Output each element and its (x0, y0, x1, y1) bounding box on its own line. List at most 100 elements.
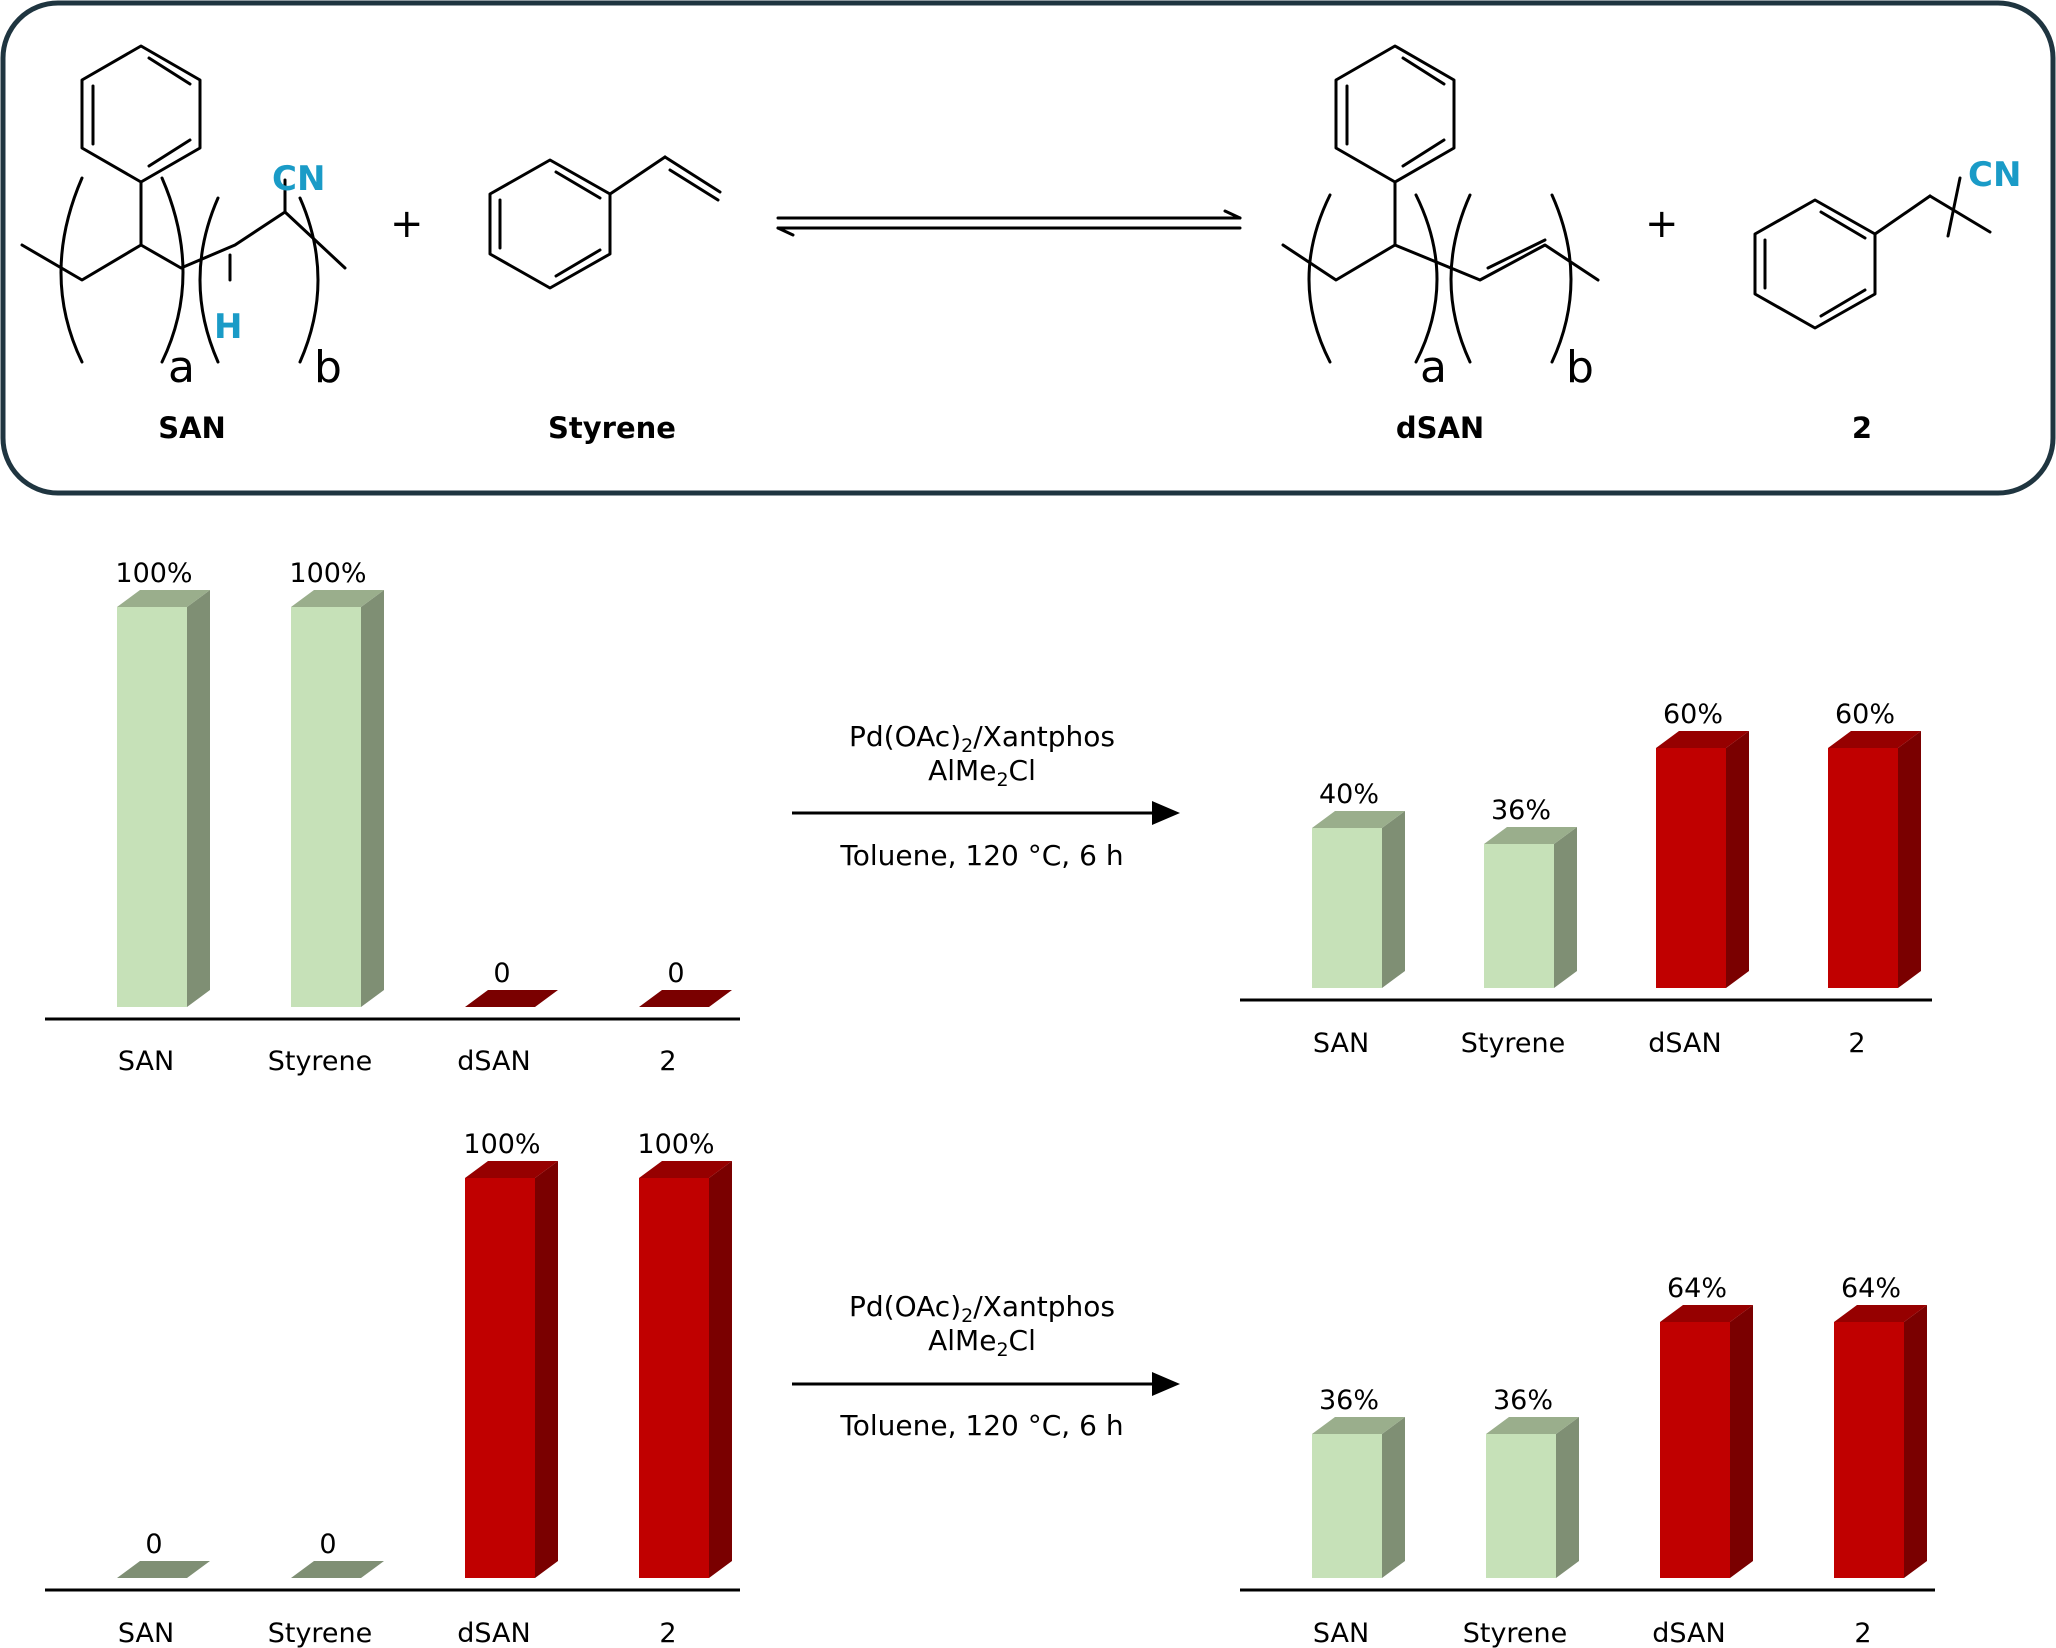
category-label: Styrene (1463, 1618, 1568, 1648)
bar-side (1898, 731, 1921, 988)
category-label: SAN (1313, 1618, 1369, 1648)
bar (291, 590, 384, 1007)
compound-label-2: 2 (1852, 411, 1872, 445)
bar-top (465, 990, 558, 1007)
bar (1834, 1305, 1927, 1578)
subscript-b-san: b (314, 342, 342, 393)
bar-side (1904, 1305, 1927, 1578)
bar-top (117, 1561, 210, 1578)
reaction-scheme: CN H a b + a b + CN SAN Styrene dSAN 2 (0, 0, 2056, 496)
bar-top (1312, 811, 1405, 828)
bar-side (535, 1161, 558, 1578)
value-label: 0 (493, 958, 510, 989)
category-label: SAN (1313, 1028, 1369, 1059)
chart-final-1: 40% SAN 36% Styrene 60% dSAN 60% 2 (1240, 699, 1932, 1059)
value-label: 64% (1841, 1273, 1901, 1304)
bar-top (291, 590, 384, 607)
value-label: 0 (145, 1529, 162, 1560)
bar (639, 990, 732, 1007)
bar (1312, 1417, 1405, 1578)
bar (291, 1561, 384, 1578)
bar-top (1312, 1417, 1405, 1434)
bar-side (1726, 731, 1749, 988)
value-label: 36% (1493, 1385, 1553, 1416)
bar-side (361, 590, 384, 1007)
catalyst-line: Pd(OAc)2/Xantphos (849, 720, 1115, 757)
category-label: Styrene (1461, 1028, 1566, 1059)
reagent-line: AlMe2Cl (928, 1324, 1036, 1361)
category-label: dSAN (1652, 1618, 1725, 1648)
bar-front (1312, 1434, 1382, 1578)
plus-sign-1: + (390, 201, 424, 247)
category-label: SAN (118, 1618, 174, 1648)
compound-label-styrene: Styrene (548, 411, 676, 445)
catalyst-line: Pd(OAc)2/Xantphos (849, 1290, 1115, 1327)
bar-front (465, 1178, 535, 1578)
bar-front (639, 1178, 709, 1578)
bar-side (1382, 1417, 1405, 1578)
value-label: 100% (289, 558, 366, 589)
value-label: 100% (463, 1129, 540, 1160)
bar-top (1486, 1417, 1579, 1434)
reaction-arrow-1 (792, 801, 1180, 825)
bar-top (465, 1161, 558, 1178)
value-label: 40% (1319, 779, 1379, 810)
bar (117, 590, 210, 1007)
san-structure (20, 44, 347, 364)
subscript-a-dsan: a (1420, 342, 1447, 393)
value-label: 0 (667, 958, 684, 989)
bar-front (1828, 748, 1898, 988)
bar-top (1484, 827, 1577, 844)
compound-label-dsan: dSAN (1396, 411, 1484, 445)
reaction-conditions-1: Pd(OAc)2/Xantphos AlMe2Cl Toluene, 120 °… (762, 720, 1202, 873)
bar-top (117, 590, 210, 607)
category-label: dSAN (1648, 1028, 1721, 1059)
bar (465, 1161, 558, 1578)
solvent-line: Toluene, 120 °C, 6 h (840, 1409, 1124, 1442)
subscript-a-san: a (168, 342, 195, 393)
bar (1828, 731, 1921, 988)
category-label: SAN (118, 1046, 174, 1077)
bar (1656, 731, 1749, 988)
value-label: 100% (637, 1129, 714, 1160)
reagent-line: AlMe2Cl (928, 754, 1036, 791)
bar-side (1382, 811, 1405, 988)
bar-front (1312, 828, 1382, 988)
category-label: 2 (1854, 1618, 1871, 1648)
bar-side (709, 1161, 732, 1578)
bar-top (1660, 1305, 1753, 1322)
category-label: 2 (659, 1618, 676, 1648)
bar-top (1656, 731, 1749, 748)
value-label: 36% (1491, 795, 1551, 826)
category-label: 2 (1848, 1028, 1865, 1059)
bar-front (1660, 1322, 1730, 1578)
bar (639, 1161, 732, 1578)
plus-sign-2: + (1645, 201, 1679, 247)
bar-front (1484, 844, 1554, 988)
bar-top (1828, 731, 1921, 748)
bar-top (291, 1561, 384, 1578)
bar-top (1834, 1305, 1927, 1322)
value-label: 60% (1835, 699, 1895, 730)
bar-front (117, 607, 187, 1007)
bar (1486, 1417, 1579, 1578)
bar (1312, 811, 1405, 988)
cn-label-product: CN (1968, 155, 2021, 195)
bar-front (1486, 1434, 1556, 1578)
solvent-line: Toluene, 120 °C, 6 h (840, 839, 1124, 872)
cn-label-san: CN (272, 159, 325, 199)
bar-top (639, 1161, 732, 1178)
equilibrium-arrow (776, 209, 1242, 237)
value-label: 36% (1319, 1385, 1379, 1416)
category-label: dSAN (457, 1046, 530, 1077)
subscript-b-dsan: b (1566, 342, 1594, 393)
bar (1484, 827, 1577, 988)
bar-side (187, 590, 210, 1007)
bar (465, 990, 558, 1007)
dsan-structure (1281, 44, 1600, 364)
product-2-structure (1753, 176, 1992, 330)
reaction-arrow-2 (792, 1372, 1180, 1396)
value-label: 60% (1663, 699, 1723, 730)
